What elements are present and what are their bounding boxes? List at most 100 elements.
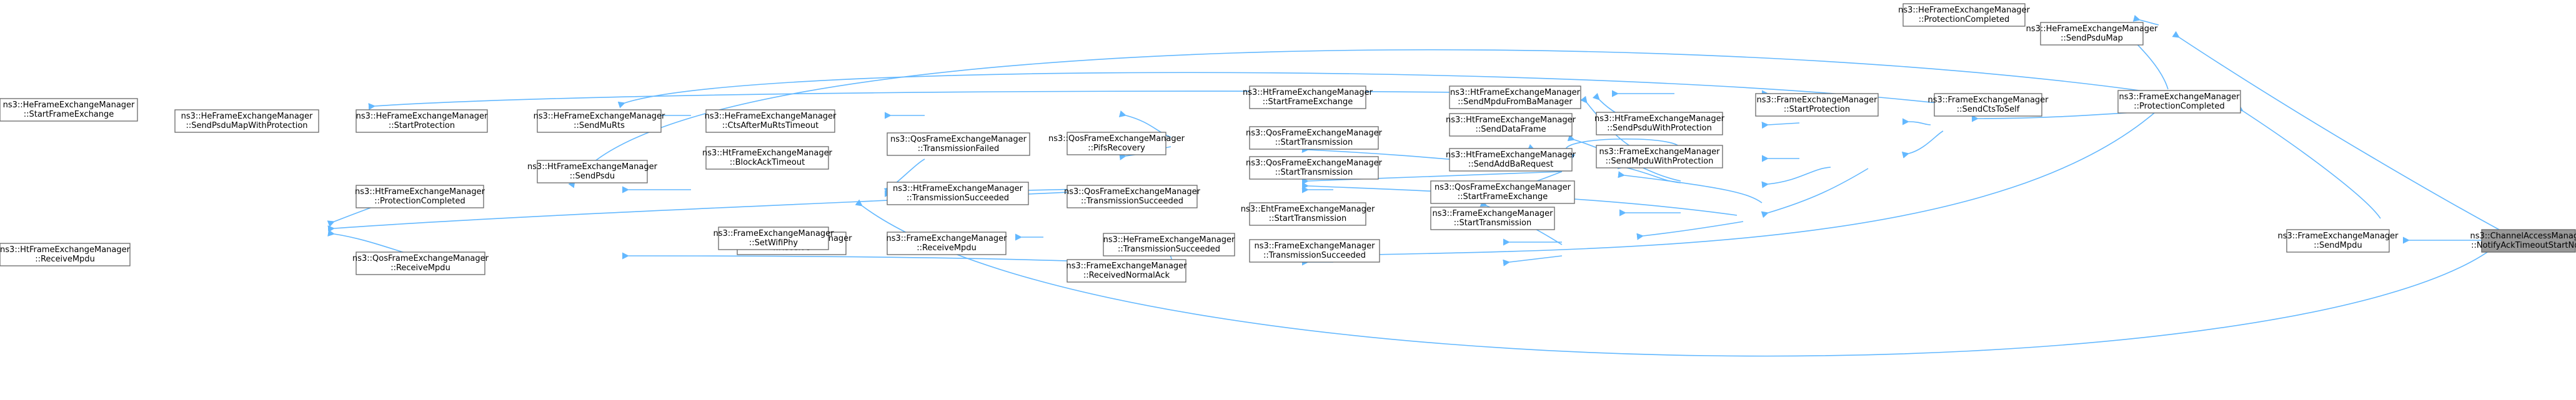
node-box: [1067, 132, 1166, 155]
node-label-line: ns3::HeFrameExchangeManager: [356, 112, 488, 121]
node-frameexchangemanager--receivednormalack[interactable]: ns3::FrameExchangeManager::ReceivedNorma…: [1066, 259, 1187, 283]
node-box: [1249, 202, 1366, 226]
node-label-line: ::TransmissionSucceeded: [1263, 251, 1366, 260]
node-qosframeexchangemanager--starttransmission[interactable]: ns3::QosFrameExchangeManager::StartTrans…: [1246, 126, 1383, 150]
edge-n18-n13: [1636, 221, 1744, 240]
node-box: [887, 182, 1029, 205]
node-htframeexchangemanager--senddataframe[interactable]: ns3::HtFrameExchangeManager::SendDataFra…: [1446, 113, 1576, 137]
node-box: [2481, 229, 2576, 253]
node-heframeexchangemanager--sendpsdumapwithprotection[interactable]: ns3::HeFrameExchangeManager::SendPsduMap…: [174, 109, 319, 133]
node-label-line: ns3::QosFrameExchangeManager: [1246, 159, 1383, 168]
node-box: [1103, 233, 1235, 256]
node-qosframeexchangemanager--receivempdu[interactable]: ns3::QosFrameExchangeManager::ReceiveMpd…: [352, 251, 489, 275]
node-label-line: ::ReceiveMpdu: [917, 243, 977, 253]
edge-n24-n16: [1301, 171, 1563, 185]
node-label-line: ::TransmissionSucceeded: [1118, 245, 1220, 254]
edge-n33-n0: [855, 199, 2500, 357]
node-label-line: ::SendAddBaRequest: [1468, 160, 1553, 169]
node-frameexchangemanager--sendmpduwithprotection[interactable]: ns3::FrameExchangeManager::SendMpduWithP…: [1596, 145, 1723, 168]
node-htframeexchangemanager--protectioncompleted[interactable]: ns3::HtFrameExchangeManager::ProtectionC…: [355, 185, 485, 208]
node-label-line: ns3::HeFrameExchangeManager: [1103, 235, 1235, 245]
node-label-line: ::StartFrameExchange: [1458, 192, 1548, 202]
node-label-line: ns3::FrameExchangeManager: [1756, 95, 1877, 105]
node-htframeexchangemanager--sendmpdufrombamanager[interactable]: ns3::HtFrameExchangeManager::SendMpduFro…: [1449, 85, 1581, 109]
node-frameexchangemanager--startprotection[interactable]: ns3::FrameExchangeManager::StartProtecti…: [1755, 93, 1879, 117]
node-htframeexchangemanager--sendaddbarequest[interactable]: ns3::HtFrameExchangeManager::SendAddBaRe…: [1446, 148, 1576, 172]
node-heframeexchangemanager--ctsaftermurtstimeout[interactable]: ns3::HeFrameExchangeManager::CtsAfterMuR…: [705, 109, 837, 133]
node-htframeexchangemanager--blockacktimeout[interactable]: ns3::HtFrameExchangeManager::BlockAckTim…: [702, 146, 833, 170]
edge-n7-n6: [1902, 118, 1931, 125]
node-label-line: ns3::QosFrameExchangeManager: [1048, 134, 1185, 144]
node-htframeexchangemanager--startframeexchange[interactable]: ns3::HtFrameExchangeManager::StartFrameE…: [1243, 85, 1373, 109]
node-label-line: ns3::HeFrameExchangeManager: [705, 112, 837, 121]
node-heframeexchangemanager--protectioncompleted[interactable]: ns3::HeFrameExchangeManager::ProtectionC…: [1898, 3, 2031, 27]
node-qosframeexchangemanager--transmissionfailed[interactable]: ns3::QosFrameExchangeManager::Transmissi…: [887, 132, 1030, 156]
node-frameexchangemanager--protectioncompleted[interactable]: ns3::FrameExchangeManager::ProtectionCom…: [2117, 90, 2241, 114]
node-heframeexchangemanager--transmissionsucceeded[interactable]: ns3::HeFrameExchangeManager::Transmissio…: [1103, 233, 1235, 256]
node-htframeexchangemanager--receivempdu[interactable]: ns3::HtFrameExchangeManager::ReceiveMpdu: [0, 243, 131, 266]
node-box: [537, 160, 648, 183]
node-htframeexchangemanager--sendpsdu[interactable]: ns3::HtFrameExchangeManager::SendPsdu: [527, 160, 658, 183]
node-label-line: ns3::FrameExchangeManager: [1254, 241, 1375, 251]
node-qosframeexchangemanager--pifsrecovery[interactable]: ns3::QosFrameExchangeManager::PifsRecove…: [1048, 132, 1185, 155]
edge-n8-n6: [1901, 130, 1944, 159]
edge-n20-n18: [1503, 255, 1563, 266]
node-qosframeexchangemanager--starttransmission[interactable]: ns3::QosFrameExchangeManager::StartTrans…: [1246, 156, 1383, 180]
node-box: [1067, 259, 1186, 283]
node-label-line: ns3::HtFrameExchangeManager: [1450, 88, 1581, 97]
node-box: [1067, 185, 1198, 208]
node-label-line: ns3::FrameExchangeManager: [2277, 232, 2399, 241]
edge-n34-n6: [617, 72, 1937, 109]
node-heframeexchangemanager--sendmurts[interactable]: ns3::HeFrameExchangeManager::SendMuRts: [534, 109, 665, 133]
node-qosframeexchangemanager--startframeexchange[interactable]: ns3::QosFrameExchangeManager::StartFrame…: [1430, 180, 1575, 204]
edge-n12-n8: [1761, 167, 1831, 188]
node-box: [356, 185, 484, 208]
edge-n3-n4: [2235, 104, 2381, 219]
node-label-line: ::StartProtection: [1784, 105, 1850, 114]
node-frameexchangemanager--setwifiphy[interactable]: ns3::FrameExchangeManager::SetWifiPhy: [713, 227, 834, 250]
node-htframeexchangemanager--sendpsduwithprotection[interactable]: ns3::HtFrameExchangeManager::SendPsduWit…: [1594, 112, 1725, 135]
node-label-line: ns3::HtFrameExchangeManager: [893, 184, 1023, 193]
node-label-line: ns3::HtFrameExchangeManager: [1446, 150, 1576, 160]
edge-n2-n1: [2132, 14, 2159, 26]
node-label-line: ns3::HtFrameExchangeManager: [1243, 88, 1373, 97]
node-frameexchangemanager--sendctstoself[interactable]: ns3::FrameExchangeManager::SendCtsToSelf: [1927, 93, 2049, 117]
node-box: [718, 227, 829, 250]
node-label-line: ns3::EhtFrameExchangeManager: [1241, 205, 1375, 214]
node-heframeexchangemanager--sendpsdumap[interactable]: ns3::HeFrameExchangeManager::SendPsduMap: [2026, 22, 2158, 46]
call-edges: [174, 14, 2500, 357]
node-label-line: ::TransmissionSucceeded: [1081, 197, 1183, 206]
node-frameexchangemanager--starttransmission[interactable]: ns3::FrameExchangeManager::StartTransmis…: [1430, 207, 1555, 230]
node-htframeexchangemanager--transmissionsucceeded[interactable]: ns3::HtFrameExchangeManager::Transmissio…: [887, 182, 1029, 205]
node-label-line: ::SendPsduMap: [2061, 34, 2123, 43]
edge-n16-n13: [1618, 171, 1763, 203]
node-ehtframeexchangemanager--starttransmission[interactable]: ns3::EhtFrameExchangeManager::StartTrans…: [1241, 202, 1375, 226]
node-label-line: ::SetWifiPhy: [749, 238, 798, 248]
node-box: [2286, 229, 2390, 253]
node-box: [537, 109, 662, 133]
node-heframeexchangemanager--startprotection[interactable]: ns3::HeFrameExchangeManager::StartProtec…: [356, 109, 488, 133]
node-frameexchangemanager--transmissionsucceeded[interactable]: ns3::FrameExchangeManager::TransmissionS…: [1249, 239, 1380, 263]
node-label-line: ::SendPsduWithProtection: [1607, 124, 1712, 133]
node-label-line: ns3::HtFrameExchangeManager: [0, 245, 131, 255]
node-label-line: ::StartProtection: [389, 121, 455, 130]
node-box: [1249, 239, 1380, 263]
node-qosframeexchangemanager--transmissionsucceeded[interactable]: ns3::QosFrameExchangeManager::Transmissi…: [1064, 185, 1201, 208]
node-box: [1430, 207, 1555, 230]
node-box: [887, 132, 1030, 156]
node-frameexchangemanager--receivempdu[interactable]: ns3::FrameExchangeManager::ReceiveMpdu: [886, 232, 1007, 255]
node-label-line: ::SendMpdu: [2314, 241, 2362, 250]
node-label-line: ::ProtectionCompleted: [1919, 15, 2009, 24]
node-box: [2117, 90, 2241, 114]
node-label-line: ::SendDataFrame: [1475, 125, 1546, 134]
node-label-line: ns3::FrameExchangeManager: [2119, 92, 2240, 102]
node-box: [356, 251, 485, 275]
node-box: [1430, 180, 1575, 204]
node-label-line: ::CtsAfterMuRtsTimeout: [722, 121, 818, 130]
node-frameexchangemanager--sendmpdu[interactable]: ns3::FrameExchangeManager::SendMpdu: [2277, 229, 2399, 253]
node-label-line: ns3::QosFrameExchangeManager: [352, 254, 489, 263]
node-heframeexchangemanager--startframeexchange[interactable]: ns3::HeFrameExchangeManager::StartFrameE…: [0, 98, 138, 122]
node-label-line: ::ReceiveMpdu: [35, 255, 95, 264]
node-channelaccessmanager--notifyacktimeoutstartnow: ns3::ChannelAccessManager::NotifyAckTime…: [2470, 229, 2576, 253]
